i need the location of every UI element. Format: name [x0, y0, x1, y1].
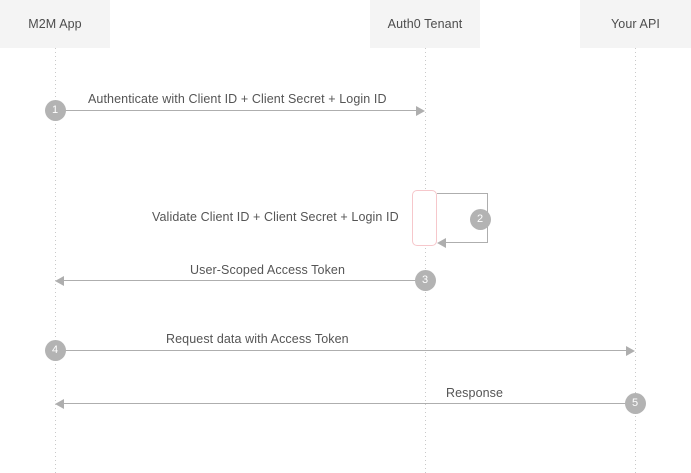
- message-label-4: Request data with Access Token: [166, 332, 349, 346]
- lifeline-auth0-tenant: [425, 48, 426, 473]
- arrowhead-right-icon: [416, 105, 425, 116]
- participant-m2m-app[interactable]: M2M App: [0, 0, 110, 48]
- arrowhead-left-icon: [55, 275, 64, 286]
- step-badge-5[interactable]: 5: [624, 392, 646, 414]
- participant-label: Your API: [611, 17, 660, 31]
- message-label-1: Authenticate with Client ID + Client Sec…: [88, 92, 387, 106]
- arrowhead-right-icon: [626, 345, 635, 356]
- selfloop-bottom-segment: [446, 242, 488, 243]
- selfloop-top-segment: [437, 193, 488, 194]
- activation-box-auth0-tenant: [412, 190, 437, 246]
- lifeline-m2m-app: [55, 48, 56, 473]
- message-label-5: Response: [446, 386, 504, 400]
- lifeline-your-api: [635, 48, 636, 473]
- message-arrow-1: [62, 110, 416, 111]
- message-arrow-4: [62, 350, 626, 351]
- participant-label: M2M App: [28, 17, 82, 31]
- step-badge-4[interactable]: 4: [44, 339, 66, 361]
- message-arrow-3: [64, 280, 417, 281]
- arrowhead-left-icon: [55, 398, 64, 409]
- arrowhead-left-icon: [437, 237, 446, 248]
- step-badge-1[interactable]: 1: [44, 99, 66, 121]
- participant-auth0-tenant[interactable]: Auth0 Tenant: [370, 0, 480, 48]
- step-badge-3[interactable]: 3: [414, 269, 436, 291]
- participant-your-api[interactable]: Your API: [580, 0, 691, 48]
- message-label-2: Validate Client ID + Client Secret + Log…: [152, 210, 399, 224]
- message-label-3: User-Scoped Access Token: [190, 263, 346, 277]
- step-badge-2[interactable]: 2: [469, 208, 491, 230]
- message-arrow-5: [64, 403, 627, 404]
- participant-label: Auth0 Tenant: [387, 17, 463, 31]
